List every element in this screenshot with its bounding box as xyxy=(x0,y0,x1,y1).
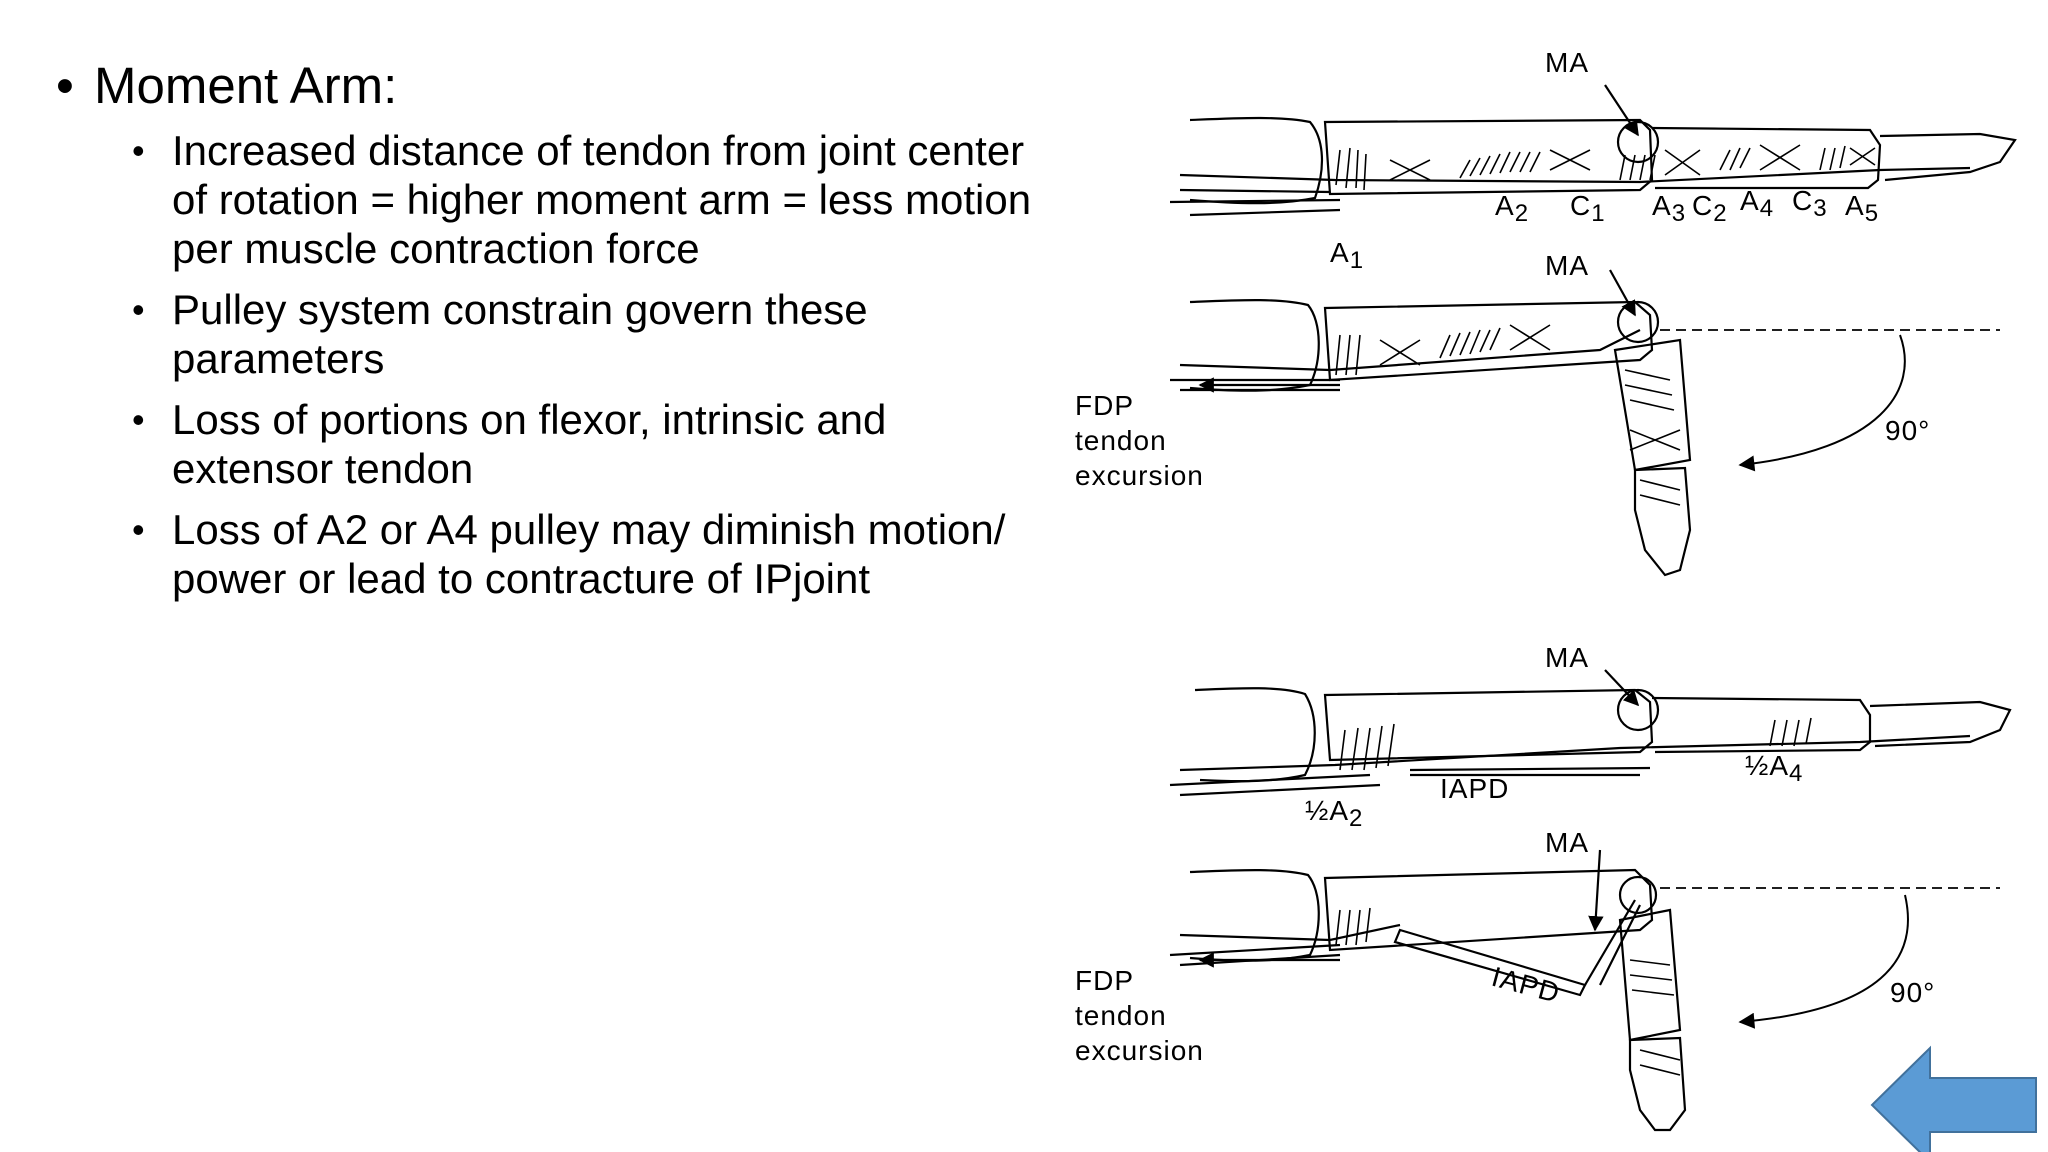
slide-text-body: • Moment Arm: • Increased distance of ten… xyxy=(50,52,1050,603)
angle-label-4: 90° xyxy=(1890,977,1935,1008)
panel-iapd-flexed xyxy=(1169,849,2000,1132)
a4-label: A4 xyxy=(1740,185,1774,222)
fdp-label-2: FDP xyxy=(1075,390,1134,421)
half-a4-label: ½A4 xyxy=(1745,750,1803,787)
tendon-label-2: tendon xyxy=(1075,425,1167,456)
c2-label: C2 xyxy=(1692,190,1728,227)
bullet-marker: • xyxy=(132,509,145,550)
c1-label: C1 xyxy=(1570,190,1606,227)
slide-heading: Moment Arm: xyxy=(94,57,398,114)
panel-iapd-extended xyxy=(1169,669,2012,797)
fdp-label-4: FDP xyxy=(1075,965,1134,996)
ma-label-4: MA xyxy=(1545,827,1589,858)
sub-bullet: • Increased distance of tendon from joint… xyxy=(132,126,1050,273)
bullet-marker: • xyxy=(132,130,145,171)
left-arrow-icon[interactable] xyxy=(1870,1045,2038,1152)
a2-label: A2 xyxy=(1495,190,1529,227)
panel-flexed-finger xyxy=(1170,269,2000,577)
tendon-label-4: tendon xyxy=(1075,1000,1167,1031)
a5-label: A5 xyxy=(1845,190,1879,227)
panel-extended-finger xyxy=(1169,84,2017,217)
finger-pulley-diagram: MA A1 A2 C1 A3 C2 A4 C3 A5 MA xyxy=(1075,47,2017,1132)
sub-bullet-list: • Increased distance of tendon from joint… xyxy=(50,126,1050,603)
bullet-marker: • xyxy=(132,289,145,330)
sub-bullet: • Loss of A2 or A4 pulley may diminish mo… xyxy=(132,505,1050,603)
c3-label: C3 xyxy=(1792,185,1828,222)
pulley-labels-1: A1 A2 C1 A3 C2 A4 C3 A5 xyxy=(1330,185,1879,274)
bullet-marker: • xyxy=(132,399,145,440)
sub-bullet-text: Pulley system constrain govern these par… xyxy=(172,286,868,382)
excursion-label-2: excursion xyxy=(1075,460,1204,491)
sub-bullet-text: Loss of portions on flexor, intrinsic an… xyxy=(172,396,887,492)
sub-bullet-text: Loss of A2 or A4 pulley may diminish mot… xyxy=(172,506,1006,602)
half-a2-label: ½A2 xyxy=(1305,795,1363,832)
ma-label-1: MA xyxy=(1545,47,1589,78)
ma-label-3: MA xyxy=(1545,642,1589,673)
a3-label: A3 xyxy=(1652,190,1686,227)
excursion-label-4: excursion xyxy=(1075,1035,1204,1066)
iapd-label-4: IAPD xyxy=(1488,961,1563,1009)
ma-label-2: MA xyxy=(1545,250,1589,281)
angle-label-2: 90° xyxy=(1885,415,1930,446)
bullet-marker: • xyxy=(56,57,74,114)
a1-label: A1 xyxy=(1330,237,1364,274)
sub-bullet-text: Increased distance of tendon from joint … xyxy=(172,127,1032,272)
iapd-label-3: IAPD xyxy=(1440,773,1509,804)
sub-bullet: • Pulley system constrain govern these pa… xyxy=(132,285,1050,383)
sub-bullet: • Loss of portions on flexor, intrinsic a… xyxy=(132,395,1050,493)
left-arrow-shape[interactable] xyxy=(1870,1045,2037,1152)
heading-bullet: • Moment Arm: xyxy=(50,52,1050,120)
